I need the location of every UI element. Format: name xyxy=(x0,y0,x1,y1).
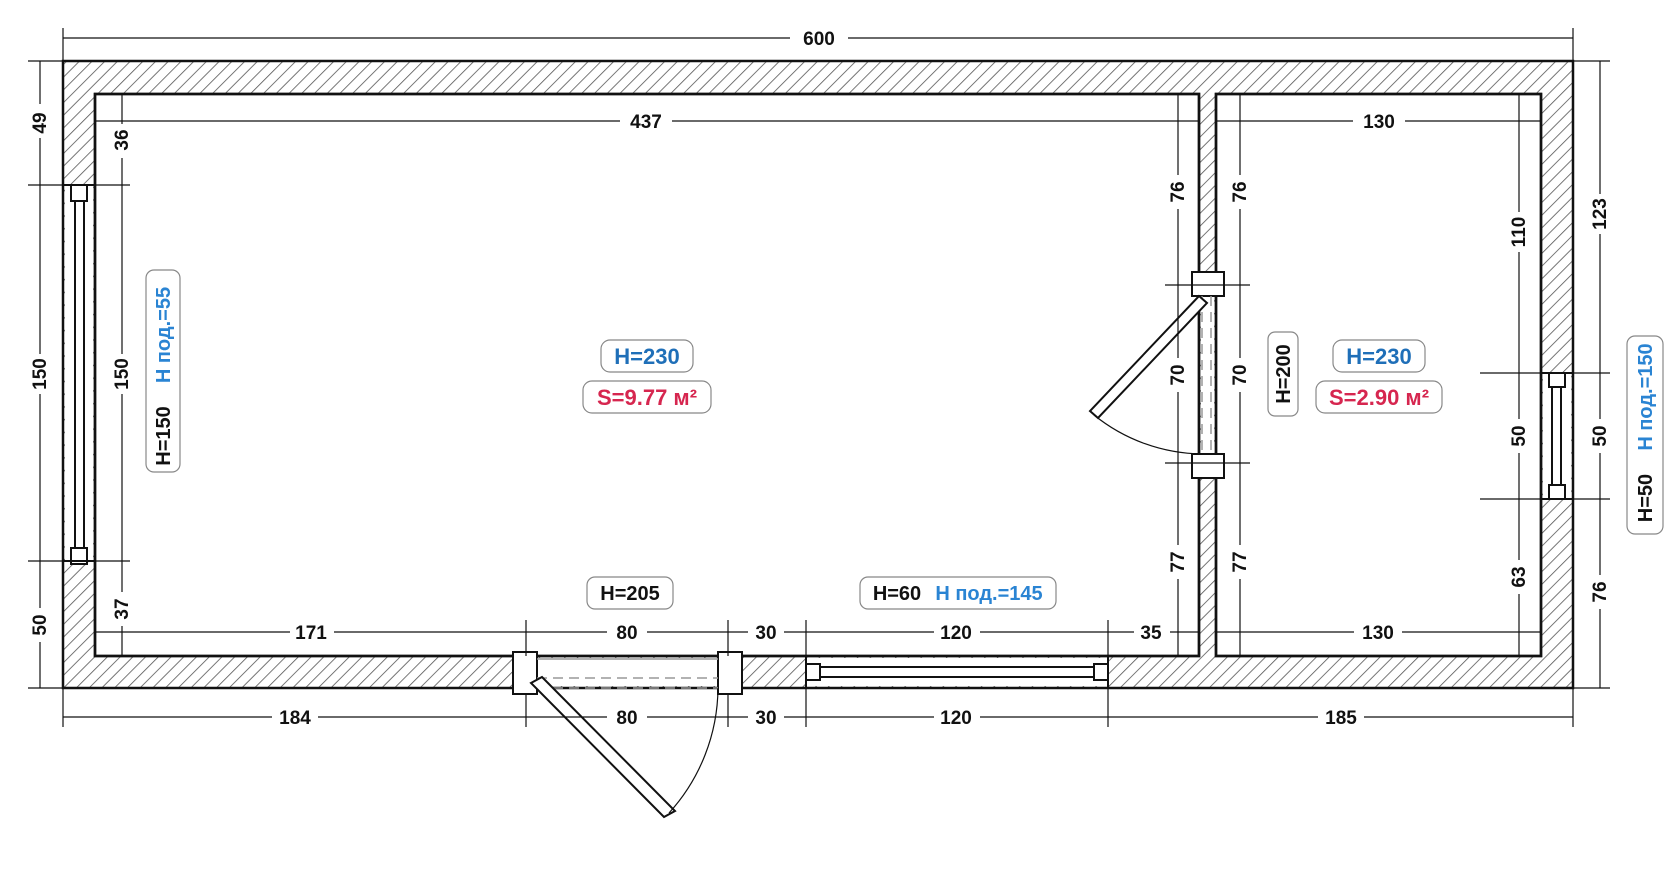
interior-door-tag: H=200 xyxy=(1267,331,1299,417)
dim-bottom-outer-window: 120 xyxy=(940,708,972,729)
dim-bottom-inner-left: 171 xyxy=(295,623,327,644)
room2-area: S=2.90 м² xyxy=(1329,385,1429,410)
dim-bottom-inner-gap: 30 xyxy=(755,623,776,644)
dim-bottom-outer-left: 184 xyxy=(279,708,311,729)
dim-right-inner-window: 50 xyxy=(1509,425,1530,446)
interior-door-height: H=200 xyxy=(1273,344,1295,404)
outer-wall xyxy=(61,59,1575,690)
dim-total-width: 600 xyxy=(803,29,835,50)
dim-left-wall-top: 49 xyxy=(30,112,51,133)
left-window-sill: H под.=55 xyxy=(153,287,175,383)
dimension-labels: 600 437 130 49 150 50 36 150 37 76 70 77… xyxy=(30,29,1611,729)
dim-room1-inner-width: 437 xyxy=(630,112,662,133)
room1-area: S=9.77 м² xyxy=(597,385,697,410)
right-window-height: H=50 xyxy=(1635,474,1657,522)
bottom-window xyxy=(805,656,1109,688)
dim-bottom-inner-window: 120 xyxy=(940,623,972,644)
dim-left-window: 150 xyxy=(30,358,51,390)
room1-height: H=230 xyxy=(614,344,679,369)
dim-bottom-outer-gap: 30 xyxy=(755,708,776,729)
walls xyxy=(61,59,1575,690)
right-window-sill: H под.=150 xyxy=(1635,343,1657,450)
bottom-window-height: H=60 xyxy=(873,583,921,605)
dim-partition-right-bottom: 77 xyxy=(1230,551,1251,572)
bottom-window-opening xyxy=(806,658,1108,686)
dim-partition-left-bottom: 77 xyxy=(1168,551,1189,572)
entrance-door xyxy=(512,651,743,819)
dim-right-outer-window: 50 xyxy=(1590,425,1611,446)
dim-partition-left-top: 76 xyxy=(1168,181,1189,202)
right-window-opening xyxy=(1543,373,1571,499)
dim-left-inner-bottom: 37 xyxy=(112,598,133,619)
dim-right-outer-bottom: 76 xyxy=(1590,581,1611,602)
dim-partition-left-door: 70 xyxy=(1168,364,1189,385)
entrance-door-tag: H=205 xyxy=(586,576,674,610)
room2-labels: H=230 S=2.90 м² xyxy=(1315,339,1443,414)
dim-room2-bottom-width: 130 xyxy=(1362,623,1394,644)
bottom-window-sill: H под.=145 xyxy=(935,583,1042,605)
dim-right-outer-top: 123 xyxy=(1590,198,1611,230)
bottom-window-tag: H=60 H под.=145 xyxy=(859,576,1057,610)
entrance-door-opening xyxy=(526,658,728,686)
dim-room2-top-width: 130 xyxy=(1363,112,1395,133)
entrance-door-height: H=205 xyxy=(600,583,660,605)
dim-bottom-inner-door: 80 xyxy=(616,623,637,644)
dim-partition-right-door: 70 xyxy=(1230,364,1251,385)
left-window-tag: H=150 H под.=55 xyxy=(145,269,181,473)
dim-right-inner-top: 110 xyxy=(1509,217,1530,248)
dim-partition-right-top: 76 xyxy=(1230,181,1251,202)
dim-bottom-inner-right: 35 xyxy=(1140,623,1162,644)
left-window-height: H=150 xyxy=(153,406,175,466)
dim-bottom-outer-right: 185 xyxy=(1325,708,1357,729)
left-window xyxy=(63,184,95,565)
interior-door-opening xyxy=(1201,285,1214,463)
dim-right-inner-bottom: 63 xyxy=(1509,566,1530,587)
dim-left-inner-window: 150 xyxy=(112,358,133,390)
right-window xyxy=(1541,372,1573,500)
room2-height: H=230 xyxy=(1346,344,1411,369)
room1-labels: H=230 S=9.77 м² xyxy=(582,339,712,414)
dim-bottom-outer-door: 80 xyxy=(616,708,637,729)
left-window-opening xyxy=(65,185,93,561)
right-window-tag: H=50 H под.=150 xyxy=(1626,335,1664,535)
dim-left-wall-bottom: 50 xyxy=(30,614,51,635)
dim-left-inner-top: 36 xyxy=(112,129,133,150)
